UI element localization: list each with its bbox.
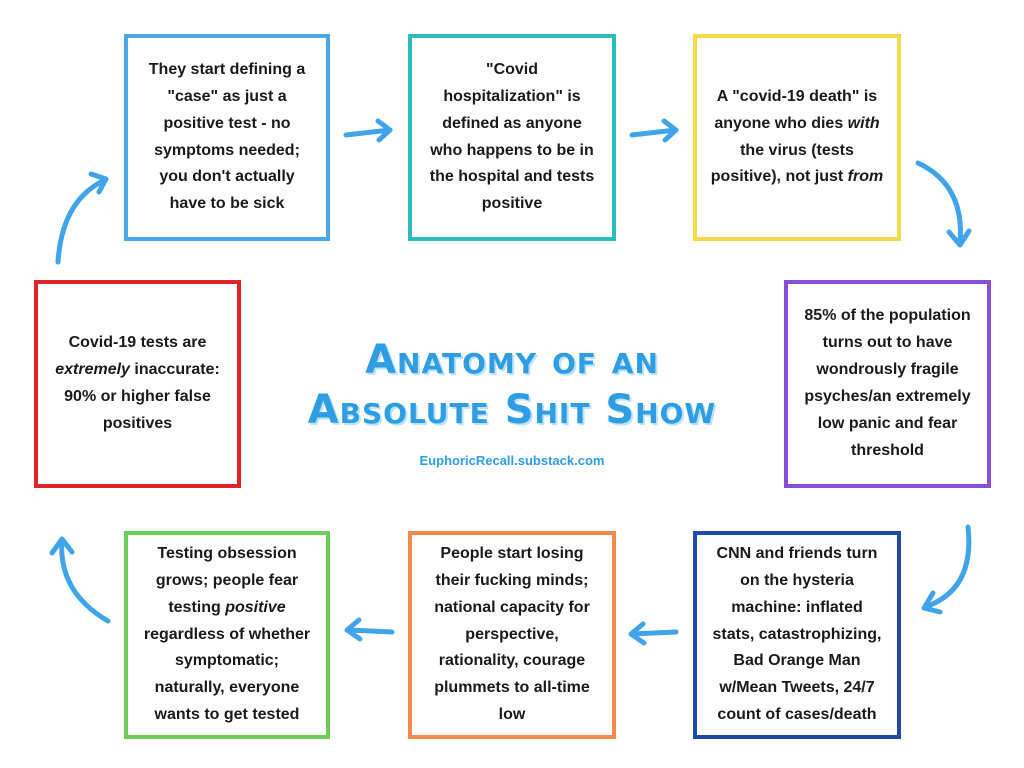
step-text: Covid-19 tests are extremely inaccurate:… [55, 334, 220, 432]
diagram-title-line-1: Anatomy of an [365, 337, 659, 383]
step-text: CNN and friends turn on the hysteria mac… [712, 544, 882, 724]
diagram-title-line-2: Absolute Shit Show [307, 387, 717, 433]
arrow-curved-down-icon [915, 160, 972, 248]
step-box-death-definition: A "covid-19 death" is anyone who dies wi… [693, 34, 901, 241]
step-text: People start losing their fucking minds;… [434, 544, 590, 724]
step-box-inaccurate-tests: Covid-19 tests are extremely inaccurate:… [34, 280, 241, 488]
step-text: 85% of the population turns out to have … [804, 307, 971, 459]
step-text: They start defining a "case" as just a p… [148, 60, 306, 213]
arrow-right-icon [629, 118, 679, 143]
step-text: Testing obsession grows; people fear tes… [143, 544, 311, 724]
arrow-curved-down-icon [921, 524, 972, 615]
step-box-losing-minds: People start losing their fucking minds;… [408, 531, 616, 739]
step-box-hospitalization: "Covid hospitalization" is defined as an… [408, 34, 616, 241]
step-box-case-definition: They start defining a "case" as just a p… [124, 34, 330, 241]
step-box-fragile-psyches: 85% of the population turns out to have … [784, 280, 991, 488]
source-url: EuphoricRecall.substack.com [419, 453, 605, 468]
step-text: A "covid-19 death" is anyone who dies wi… [710, 87, 884, 186]
arrow-curved-up-icon [49, 536, 111, 624]
arrow-right-icon [343, 118, 393, 143]
step-text: "Covid hospitalization" is defined as an… [429, 60, 595, 213]
arrow-left-icon [628, 621, 679, 646]
arrow-left-icon [344, 617, 395, 642]
arrow-curved-up-icon [55, 171, 109, 265]
step-box-testing-obsession: Testing obsession grows; people fear tes… [124, 531, 330, 739]
step-box-hysteria-machine: CNN and friends turn on the hysteria mac… [693, 531, 901, 739]
